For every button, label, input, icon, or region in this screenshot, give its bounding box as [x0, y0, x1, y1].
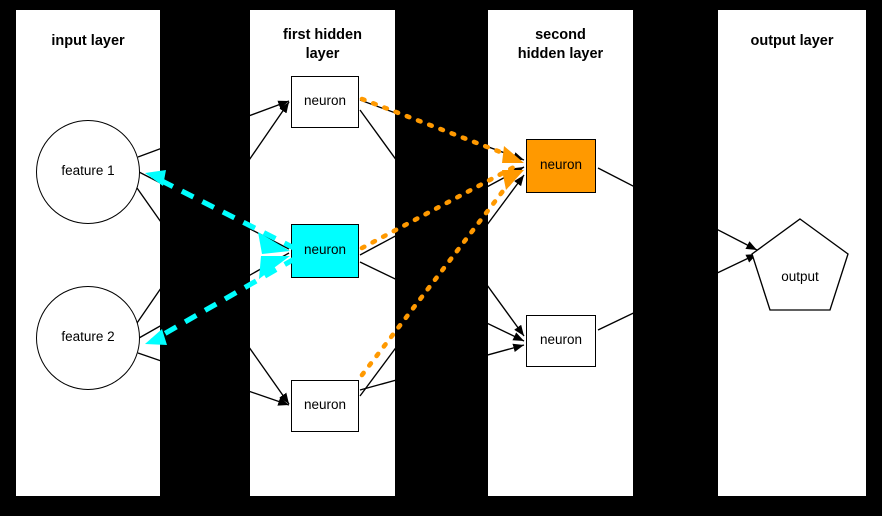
orange-arrowhead-upper: [502, 146, 524, 163]
label-hidden1-node-2: neuron: [303, 242, 347, 257]
cyan-arrowhead-feature-1: [145, 170, 166, 186]
hidden2-node-2[interactable]: [526, 315, 596, 367]
panel-title-input: input layer: [51, 33, 125, 49]
input-node-feature-1[interactable]: [36, 120, 140, 224]
cyan-arrowhead-neuron-lower: [259, 256, 290, 279]
label-output: output: [781, 269, 819, 284]
input-node-feature-2[interactable]: [36, 286, 140, 390]
hidden2-node-1-highlighted[interactable]: [526, 139, 596, 193]
label-hidden1-node-3: neuron: [303, 397, 347, 412]
label-hidden1-node-1: neuron: [303, 93, 347, 108]
cyan-arrowhead-neuron-upper: [258, 232, 290, 254]
edge-highlight-orange-from-h1a: [359, 96, 519, 161]
edge-highlight-orange-from-h1c: [359, 171, 519, 378]
hidden1-node-2-highlighted[interactable]: [291, 224, 359, 278]
output-node-shape: [751, 218, 849, 311]
panel-title-output: output layer: [750, 33, 834, 49]
hidden1-node-1[interactable]: [291, 76, 359, 128]
label-feature-1: feature 1: [61, 163, 115, 178]
label-feature-2: feature 2: [61, 329, 115, 344]
edge-highlight-cyan-to-feature-1: [150, 173, 298, 252]
edge-highlight-cyan-to-feature-2: [150, 255, 298, 344]
hidden2-layer-panel: [488, 10, 633, 496]
edge-highlight-orange-from-h1b: [359, 163, 519, 251]
input-layer-panel: [16, 10, 160, 496]
label-hidden2-node-2: neuron: [539, 332, 583, 347]
hidden1-node-3[interactable]: [291, 380, 359, 432]
cyan-arrowhead-feature-2: [145, 329, 167, 345]
orange-arrowhead-lower: [502, 170, 524, 190]
label-hidden2-node-1: neuron: [539, 157, 583, 172]
